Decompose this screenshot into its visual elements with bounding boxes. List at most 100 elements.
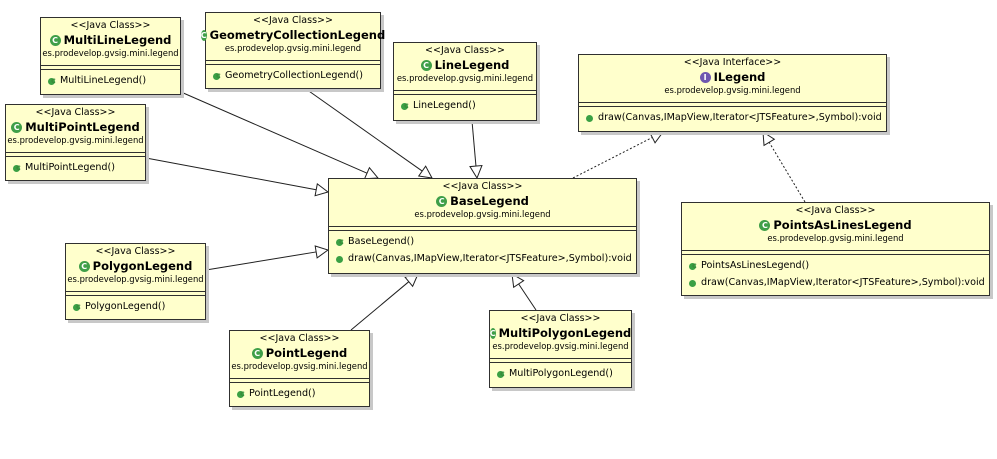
package-label: es.prodevelop.gvsig.mini.legend: [664, 85, 801, 95]
operation-signature: draw(Canvas,IMapView,Iterator<JTSFeature…: [701, 277, 985, 288]
compartment-divider: [41, 65, 180, 66]
package-label: es.prodevelop.gvsig.mini.legend: [396, 73, 534, 83]
constructor-method-icon: c: [212, 71, 222, 81]
class-name: BaseLegend: [450, 194, 529, 208]
compartment-divider: [579, 106, 886, 107]
constructor-marker-icon: c: [404, 100, 409, 110]
stereotype-label: <<Java Class>>: [425, 45, 505, 56]
stereotype-label: <<Java Class>>: [259, 333, 340, 344]
constructor-method-icon: c: [335, 237, 345, 247]
public-method-icon: [688, 278, 698, 288]
generalization-line-multipolygon-to-base: [518, 283, 537, 311]
method-dot-icon: [13, 164, 20, 172]
method-dot-icon: [213, 72, 220, 80]
constructor-method-icon: c: [47, 76, 57, 86]
compartment-divider: [394, 90, 536, 91]
constructor-method-icon: c: [12, 163, 22, 173]
constructor-method-icon: c: [236, 389, 246, 399]
compartment-divider: [490, 358, 631, 359]
compartment-divider: [206, 64, 380, 65]
compartment-divider: [230, 378, 369, 379]
generalization-line-point-to-base: [350, 281, 410, 331]
compartment-divider: [41, 69, 180, 70]
realization-line-base-to-ilegend: [572, 137, 653, 179]
compartment-divider: [329, 226, 636, 227]
compartment-divider: [66, 295, 205, 296]
hollow-arrowhead-icon: [469, 164, 483, 180]
stereotype-label: <<Java Class>>: [253, 15, 333, 26]
constructor-method-icon: c: [688, 261, 698, 271]
generalization-line-geomcoll-to-base: [305, 88, 423, 172]
method-dot-icon: [237, 390, 244, 398]
constructor-marker-icon: c: [692, 260, 697, 270]
compartment-divider: [329, 230, 636, 231]
stereotype-label: <<Java Class>>: [520, 313, 601, 324]
stereotype-label: <<Java Class>>: [70, 20, 151, 31]
operation-row[interactable]: draw(Canvas,IMapView,Iterator<JTSFeature…: [688, 274, 985, 291]
class-name: PolygonLegend: [92, 259, 193, 273]
operation-row[interactable]: draw(Canvas,IMapView,Iterator<JTSFeature…: [585, 109, 882, 126]
hollow-arrowhead-icon: [648, 131, 664, 144]
operation-row[interactable]: c PointLegend(): [236, 385, 365, 402]
operation-row[interactable]: draw(Canvas,IMapView,Iterator<JTSFeature…: [335, 250, 632, 267]
interface-name: ILegend: [713, 70, 766, 84]
operations-compartment: c PointLegend(): [230, 383, 369, 405]
generalization-line-multiline-to-base: [180, 91, 368, 174]
package-label: es.prodevelop.gvsig.mini.legend: [231, 361, 368, 371]
class-glyph-icon: C: [49, 35, 61, 46]
operation-signature: MultiLineLegend(): [60, 75, 147, 86]
generalization-line-polygon-to-base: [205, 251, 317, 271]
package-label: es.prodevelop.gvsig.mini.legend: [414, 209, 551, 219]
class-name: MultiPolygonLegend: [498, 326, 632, 340]
class-name: MultiPointLegend: [25, 120, 140, 134]
hollow-arrowhead-icon: [762, 131, 776, 147]
operations-compartment: c PointsAsLinesLegend() draw(Canvas,IMapVi…: [682, 255, 989, 294]
package-label: es.prodevelop.gvsig.mini.legend: [492, 341, 629, 351]
method-dot-icon: [689, 279, 696, 287]
class-glyph-icon: C: [200, 30, 207, 41]
operation-signature: draw(Canvas,IMapView,Iterator<JTSFeature…: [598, 112, 882, 123]
method-dot-icon: [497, 370, 504, 378]
method-dot-icon: [689, 262, 696, 270]
operation-signature: PointsAsLinesLegend(): [701, 260, 810, 271]
constructor-marker-icon: c: [240, 388, 245, 398]
operation-row[interactable]: c PointsAsLinesLegend(): [688, 257, 985, 274]
class-name: GeometryCollectionLegend: [209, 28, 386, 42]
operation-signature: BaseLegend(): [348, 236, 415, 247]
operation-signature: PointLegend(): [249, 388, 316, 399]
